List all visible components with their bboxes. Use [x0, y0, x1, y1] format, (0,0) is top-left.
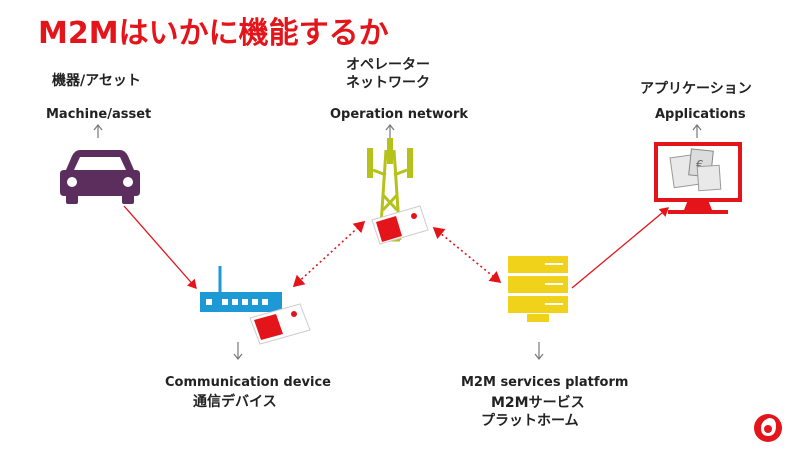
platform-label-en: M2M services platform: [461, 375, 629, 390]
operation-label-jp-1: オペレーター: [346, 57, 430, 73]
machine-label-jp: 機器/アセット: [52, 73, 141, 89]
page-title: M2Mはいかに機能するか: [38, 16, 389, 51]
connector-car-to-router: [123, 205, 197, 289]
arrow-up-applications-icon: [692, 124, 702, 138]
sim-card-tower-icon: [371, 205, 429, 245]
communication-label-en: Communication device: [165, 375, 331, 390]
arrow-up-machine-icon: [93, 124, 103, 138]
connector-tower-to-server: [432, 226, 502, 284]
applications-label-en: Applications: [655, 107, 746, 122]
car-icon: [60, 150, 140, 204]
communication-label-jp: 通信デバイス: [193, 394, 277, 410]
operation-label-jp-2: ネットワーク: [346, 75, 430, 91]
platform-label-jp-2: プラットホーム: [481, 413, 579, 429]
brand-logo: [754, 414, 782, 442]
connector-server-to-monitor: [571, 207, 669, 289]
platform-label-jp-1: M2Mサービス: [491, 395, 585, 411]
monitor-icon: €: [654, 142, 742, 214]
server-icon: [401, 256, 568, 322]
arrow-up-operation-icon: [385, 124, 395, 138]
arrow-down-platform-icon: [534, 342, 544, 360]
machine-label-en: Machine/asset: [46, 107, 152, 122]
applications-label-jp: アプリケーション: [640, 81, 752, 97]
sim-card-router-icon: [249, 303, 311, 345]
operation-label-en: Operation network: [330, 107, 469, 122]
arrow-down-communication-icon: [233, 342, 243, 360]
svg-text:€: €: [696, 158, 704, 172]
connector-router-to-tower: [292, 220, 366, 288]
router-icon: [200, 266, 282, 312]
